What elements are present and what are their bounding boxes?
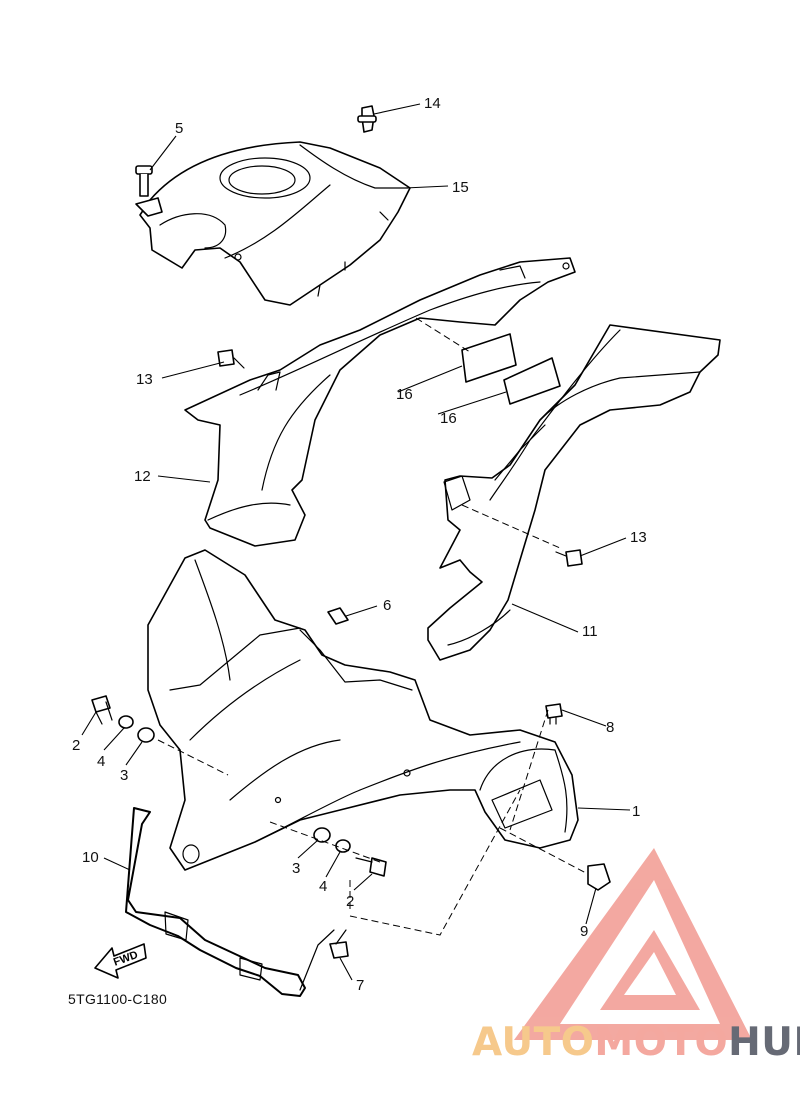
callout-labels: 1 2 2 3 3 4 4 5 6 7 8 9 10 11 12 13 13 1… [72, 95, 647, 994]
part-11-right-side-cover [427, 324, 721, 661]
callout-14: 14 [424, 95, 441, 112]
callout-11: 11 [582, 623, 598, 640]
leader-lines [81, 103, 631, 981]
callout-10: 10 [82, 849, 99, 866]
callout-2: 2 [72, 737, 80, 754]
assembly-lines [157, 317, 589, 936]
watermark-wordmark: AUTOMOTOHUB [472, 1020, 800, 1065]
watermark-logo-icon [514, 848, 752, 1040]
part-1-front-fender [147, 549, 579, 871]
callout-16: 16 [396, 386, 413, 403]
callout-9: 9 [580, 923, 588, 940]
fwd-arrow-icon: FWD [94, 943, 147, 979]
part-10-stay-bracket [125, 807, 335, 997]
drawing-code: 5TG1100-C180 [68, 991, 168, 1007]
callout-3: 3 [292, 860, 300, 877]
callout-6: 6 [383, 597, 391, 614]
callout-7: 7 [356, 977, 364, 994]
part-16-pads [461, 333, 561, 405]
callout-16: 16 [440, 410, 457, 427]
part-14-rivet [357, 105, 377, 133]
callout-5: 5 [175, 120, 183, 137]
part-5-bolt [135, 165, 163, 217]
watermark-moto: MOTO [594, 1020, 729, 1065]
callout-4: 4 [97, 753, 105, 770]
callout-2: 2 [346, 893, 354, 910]
callout-8: 8 [606, 719, 614, 736]
callout-15: 15 [452, 179, 469, 196]
watermark-auto: AUTO [472, 1020, 595, 1065]
part-12-left-side-cover [184, 257, 576, 547]
callout-1: 1 [632, 803, 640, 820]
hardware-fasteners [91, 349, 611, 959]
watermark-hub: HUB [728, 1020, 800, 1065]
callout-13: 13 [136, 371, 153, 388]
callout-13: 13 [630, 529, 647, 546]
part-15-tank-cover [139, 141, 411, 306]
callout-12: 12 [134, 468, 151, 485]
callout-4: 4 [319, 878, 327, 895]
callout-3: 3 [120, 767, 128, 784]
